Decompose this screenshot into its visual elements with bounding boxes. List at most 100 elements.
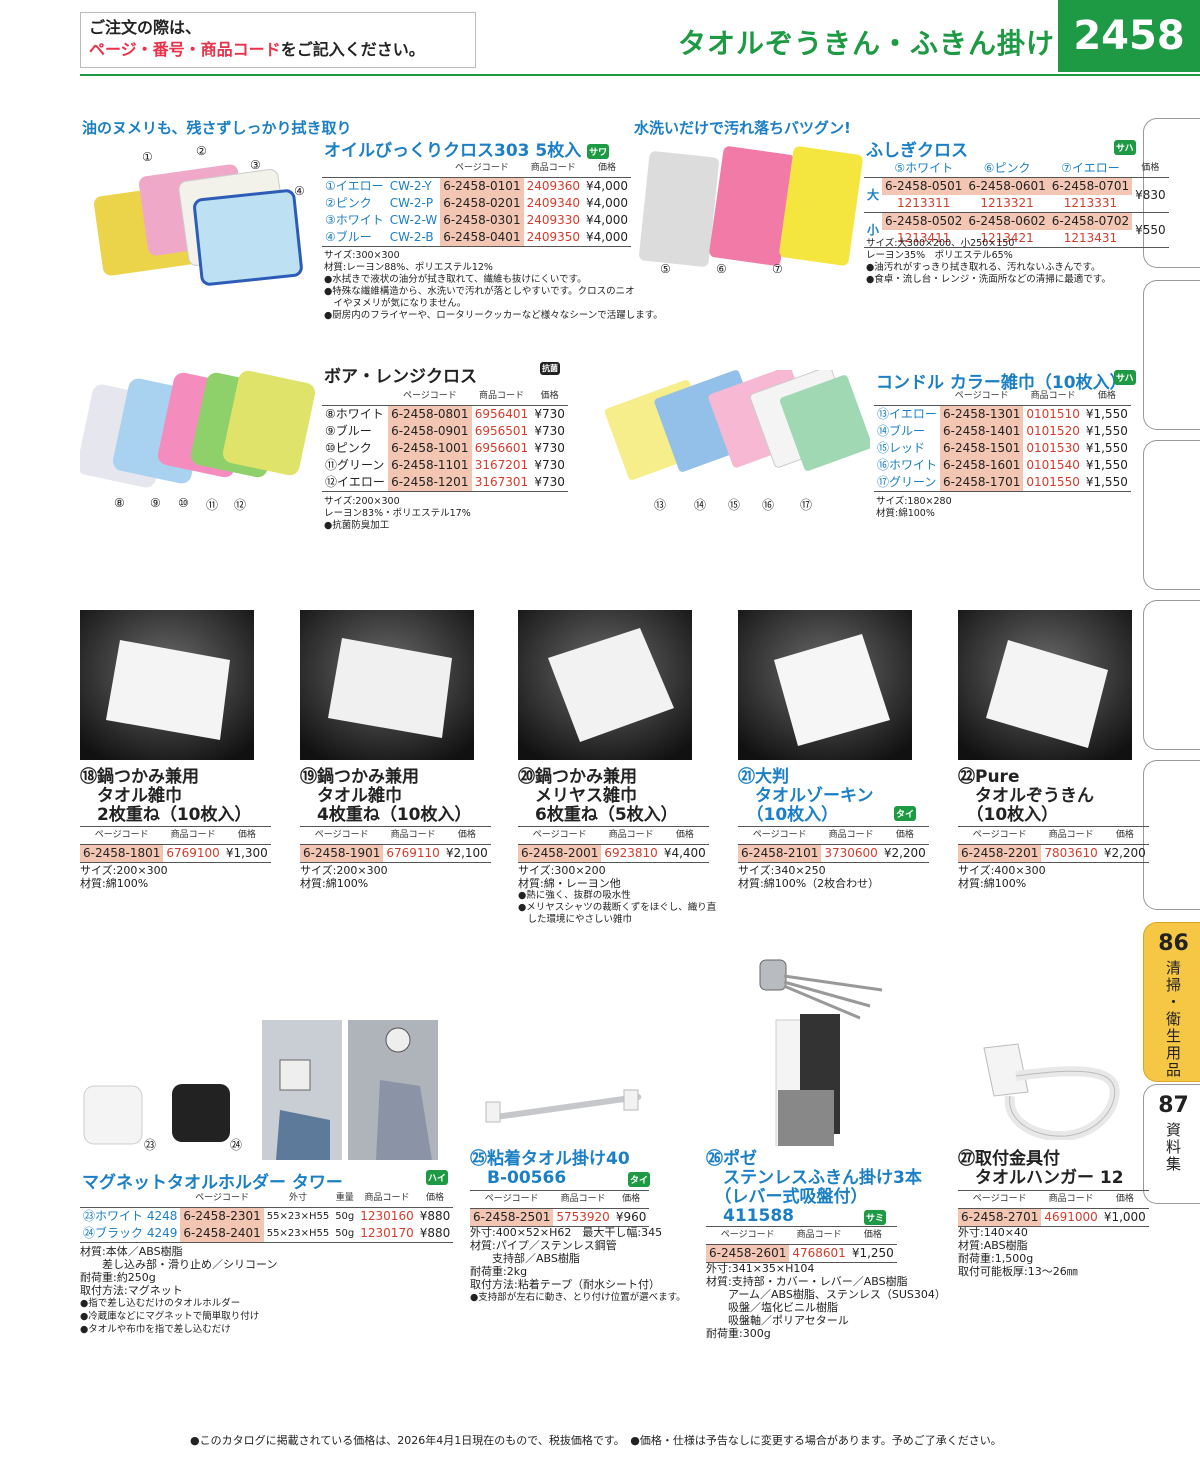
page-code: 6-2458-1001: [388, 440, 472, 457]
th: 価格: [540, 391, 559, 401]
item-code: 1213431: [1063, 231, 1118, 245]
price: ¥2,100: [445, 846, 488, 860]
towel-18-notes: サイズ:200×300 材質:綿100%: [80, 864, 168, 890]
side-tab-3[interactable]: [1143, 440, 1200, 590]
size: 55×23×H55: [266, 1228, 330, 1239]
price: ¥550: [1135, 222, 1166, 237]
name-line: ㉗取付金具付: [958, 1149, 1060, 1169]
note-line: レーヨン83%・ポリエステル17%: [324, 508, 471, 519]
item-code: 0101510: [1026, 407, 1080, 421]
item-code: 1213421: [980, 231, 1034, 245]
price: ¥1,550: [1085, 458, 1128, 472]
note-line: アーム／ABS樹脂、ステンレス（SUS304）: [706, 1288, 946, 1301]
side-tab-87[interactable]: 87 資料集: [1143, 1084, 1200, 1204]
name-line: ⑱鍋つかみ兼用: [80, 767, 199, 787]
fushigi-name-text: ふしぎクロス: [866, 141, 968, 161]
page-code: 6-2458-2201: [958, 844, 1042, 863]
boa-product-name: ボア・レンジクロス: [324, 367, 477, 387]
note-line: ●メリヤスシャツの裁断くずをほぐし、織り直: [518, 902, 717, 913]
page-code: 6-2458-2501: [470, 1208, 554, 1227]
name-line: ⑳鍋つかみ兼用: [518, 767, 637, 787]
th: 価格: [237, 830, 256, 840]
weight: 50g: [335, 1228, 355, 1239]
towel-hanger-name: ㉗取付金具付 タオルハンガー 12: [958, 1150, 1124, 1188]
side-tab-4[interactable]: [1143, 600, 1200, 750]
condor-label-14: ⑭: [694, 498, 707, 512]
item-code: 0101540: [1026, 458, 1080, 472]
magnet-label-24: ㉔: [230, 1138, 243, 1152]
table-header: ページコード商品コード価格: [958, 826, 1149, 845]
side-tab-86[interactable]: 86 清掃・衛生用品: [1143, 922, 1200, 1082]
side-tab-1[interactable]: [1143, 118, 1200, 268]
side-tab-2[interactable]: [1143, 280, 1200, 430]
side-tab-5[interactable]: [1143, 760, 1200, 910]
price: ¥2,200: [1103, 846, 1146, 860]
th: ページコード: [532, 830, 587, 840]
page-code: 6-2458-0702: [1048, 212, 1133, 230]
th: 価格: [457, 830, 476, 840]
name-line: ㉕粘着タオル掛け40: [470, 1149, 630, 1169]
th: 価格: [598, 163, 617, 173]
fushigi-label-7: ⑦: [772, 262, 783, 276]
footer-disclaimer: ●このカタログに掲載されている価格は、2026年4月1日現在のもので、税抜価格で…: [190, 1434, 1002, 1447]
page-code: 6-2458-1801: [80, 844, 164, 863]
magnet-holder-image: [83, 1020, 438, 1160]
th: ページコード: [954, 391, 1009, 401]
adhesive-bar-image: [485, 1089, 642, 1123]
condor-label-16: ⑯: [762, 498, 775, 512]
color: ⑧ホワイト: [325, 407, 384, 421]
fushigi-cloth-image: [639, 146, 863, 267]
header-divider: [80, 74, 1200, 76]
towel-18-image: [80, 610, 254, 760]
note-line: 取付方法:マグネット: [80, 1284, 183, 1297]
magnet-table-header: ページコード外寸重量商品コード価格: [80, 1190, 454, 1208]
note-line: ●指で差し込むだけのタオルホルダー: [80, 1298, 241, 1309]
oil-cloth-image: [93, 164, 303, 286]
th: 価格: [895, 830, 914, 840]
price: ¥4,000: [586, 213, 629, 227]
order-note-highlight: ページ・番号・商品コード: [89, 40, 281, 59]
price: ¥1,250: [851, 1246, 894, 1260]
towel-22-notes: サイズ:400×300 材質:綿100%: [958, 864, 1046, 890]
side-tab-87-label: 資料集: [1164, 1122, 1182, 1173]
price: ¥1,550: [1085, 475, 1128, 489]
note-line: サイズ:200×300: [324, 496, 400, 507]
order-note: ご注文の際は、 ページ・番号・商品コードをご記入ください。: [80, 12, 476, 68]
weight: 50g: [335, 1211, 355, 1222]
item-code: 1230170: [360, 1226, 414, 1240]
page-code: 6-2458-0502: [882, 212, 966, 230]
model: CW-2-Y: [389, 179, 432, 193]
towel-21-badge: タイ: [894, 806, 917, 821]
boa-label-8: ⑧: [114, 496, 125, 510]
